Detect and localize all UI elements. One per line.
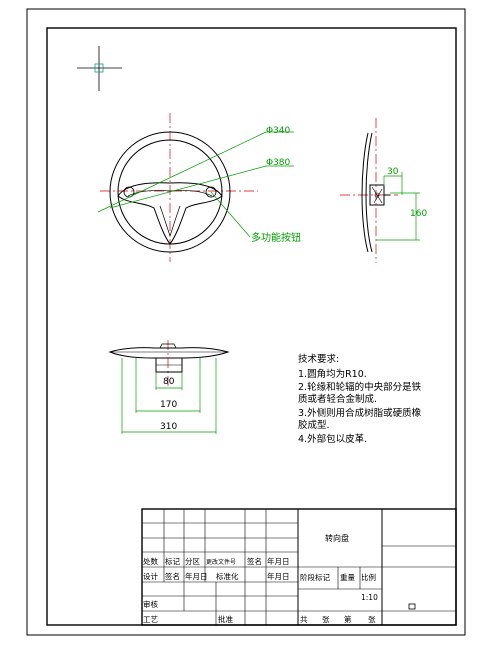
tb-label: 标记 xyxy=(165,556,180,566)
tb-label: 签名 xyxy=(247,556,262,566)
technical-requirements: 技术要求: 1.圆角均为R10. 2.轮缘和轮辐的中央部分是铁 质或者轻合金制成… xyxy=(298,353,422,445)
dia-340-label: Φ340 xyxy=(266,126,291,136)
tb-label: 分区 xyxy=(185,557,200,566)
multi-function-button-label: 多功能按钮 xyxy=(251,231,301,244)
tb-label: 签名 xyxy=(165,571,180,581)
ucs-crosshair-icon xyxy=(77,46,122,91)
tech-req-line: 胶成型. xyxy=(298,419,330,431)
side-dimensions xyxy=(376,172,420,241)
tb-label: 审核 xyxy=(143,599,158,609)
side-width-30-label: 30 xyxy=(387,167,399,177)
rim-outer xyxy=(109,131,231,253)
side-view xyxy=(340,118,398,263)
tb-label: 设计 xyxy=(143,571,158,581)
tb-label: 标准化 xyxy=(216,571,239,581)
front-dimension-leaders xyxy=(97,131,294,238)
tb-label: 处数 xyxy=(143,556,158,566)
multi-function-button-right xyxy=(205,186,217,198)
scale-value: 1:10 xyxy=(361,593,378,602)
tb-label: 共 xyxy=(300,615,308,624)
inner-frame xyxy=(46,27,457,626)
tech-req-line: 2.轮缘和轮辐的中央部分是铁 xyxy=(298,381,422,393)
tb-label: 重量 xyxy=(340,573,355,582)
tech-req-line: 3.外侧则用合成树脂或硬质橡 xyxy=(298,407,422,419)
title-block-marker xyxy=(408,603,416,610)
tb-label: 年月日 xyxy=(267,571,290,581)
tb-label: 年月日 xyxy=(267,556,290,566)
bottom-rim xyxy=(108,347,230,359)
tech-req-heading: 技术要求: xyxy=(298,353,339,365)
tb-label: 工艺 xyxy=(143,615,158,624)
tb-label: 阶段标记 xyxy=(300,572,330,582)
spoke-hub xyxy=(117,182,223,245)
bottom-dimensions xyxy=(121,358,217,434)
tb-label: 更改文件号 xyxy=(206,558,236,566)
tech-req-line: 质或者轻合金制成. xyxy=(298,393,377,405)
tb-label: 比例 xyxy=(361,572,376,582)
tb-label: 张 xyxy=(368,615,376,624)
bottom-view xyxy=(108,340,230,388)
front-view xyxy=(100,113,258,262)
dia-380-label: Φ380 xyxy=(266,158,291,168)
title-block xyxy=(141,508,457,626)
tb-label: 第 xyxy=(344,614,352,624)
tb-label: 张 xyxy=(322,615,330,624)
part-name: 转向盘 xyxy=(325,533,349,543)
outer-frame xyxy=(26,8,466,636)
bottom-80-label: 80 xyxy=(163,377,175,387)
title-block-text: 转向盘 处数 标记 分区 更改文件号 签名 年月日 设计 签名 年月日 标准化 … xyxy=(143,533,378,624)
bottom-170-label: 170 xyxy=(160,400,177,410)
tb-label: 批准 xyxy=(218,614,233,624)
side-height-160-label: 160 xyxy=(410,209,427,219)
tech-req-line: 1.圆角均为R10. xyxy=(298,368,367,380)
tech-req-line: 4.外部包以皮革. xyxy=(298,433,367,445)
bottom-310-label: 310 xyxy=(160,422,177,432)
tb-label: 年月日 xyxy=(185,571,208,581)
